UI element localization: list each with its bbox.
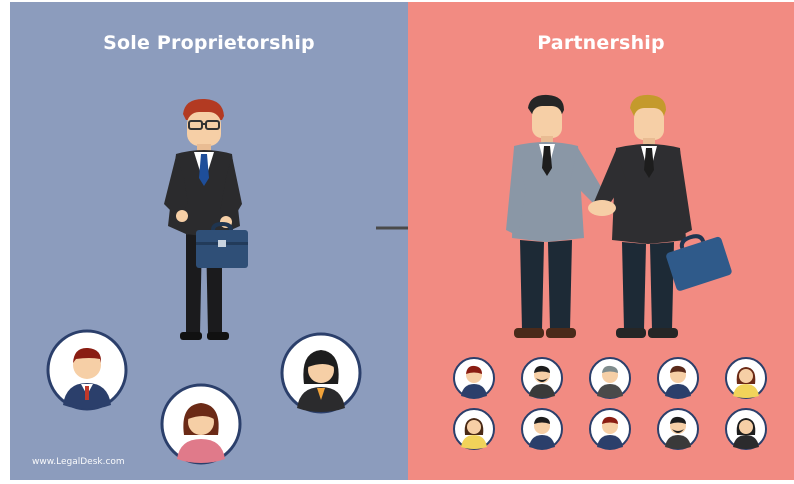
sole-proprietorship-panel: Sole Proprietorship — [10, 2, 408, 480]
partner-avatar — [521, 408, 563, 450]
sole-proprietorship-title: Sole Proprietorship — [103, 32, 315, 54]
briefcase-icon-right — [666, 234, 732, 291]
partner-avatar — [725, 408, 767, 450]
partner-avatar — [521, 357, 563, 399]
partner-avatar — [657, 357, 699, 399]
female-avatar-right — [280, 332, 362, 414]
partnership-panel: Partnership — [408, 2, 794, 480]
handshake-illustration — [506, 94, 692, 338]
watermark-text: www.LegalDesk.com — [32, 457, 125, 467]
male-avatar — [46, 329, 128, 411]
partner-avatar — [725, 357, 767, 399]
partnership-title: Partnership — [537, 32, 665, 54]
businessman-illustration — [164, 98, 242, 340]
partner-avatar — [657, 408, 699, 450]
briefcase-icon — [196, 222, 248, 268]
partner-avatar — [453, 357, 495, 399]
partner-avatar — [589, 408, 631, 450]
partner-avatar — [453, 408, 495, 450]
female-avatar-center — [160, 383, 242, 465]
partner-avatar — [589, 357, 631, 399]
